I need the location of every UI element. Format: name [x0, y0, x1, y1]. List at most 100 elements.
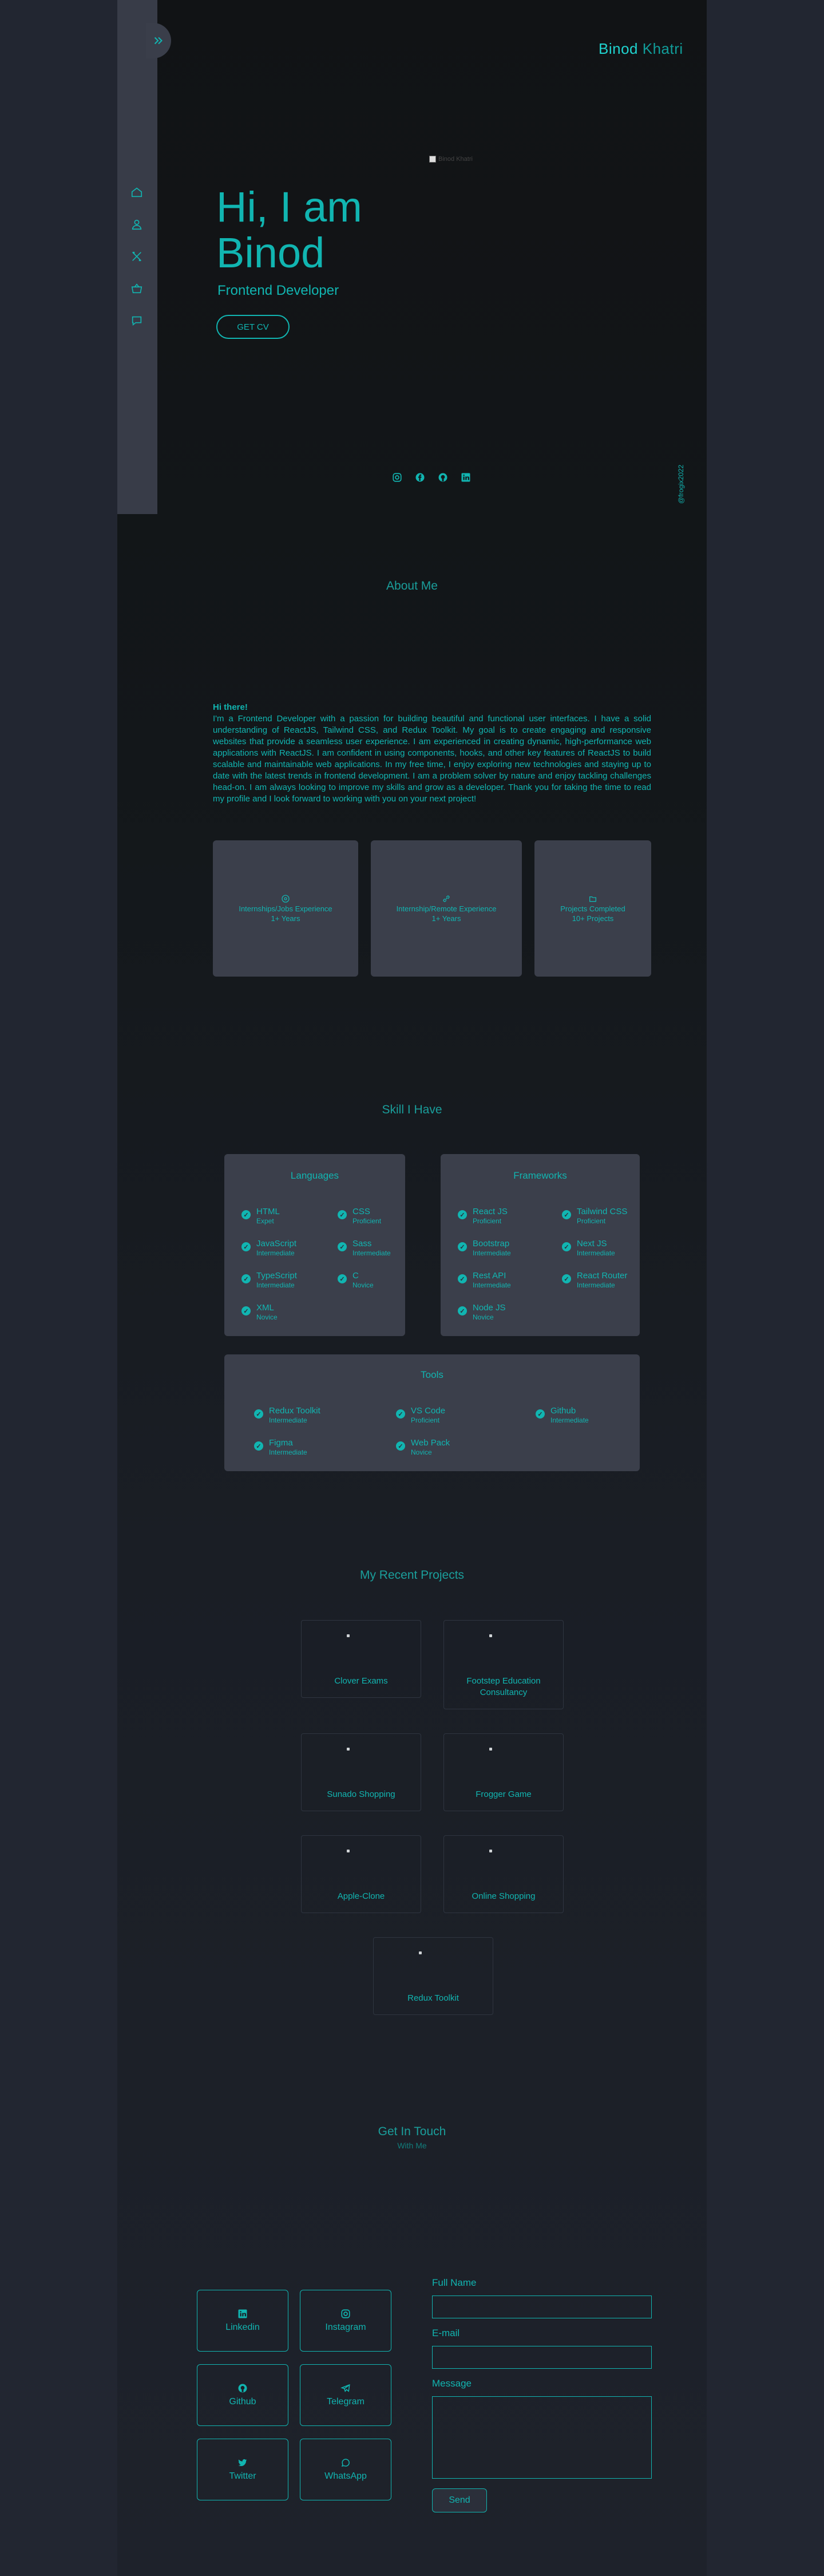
project-title: Clover Exams — [334, 1676, 388, 1686]
message-input[interactable] — [432, 2396, 652, 2479]
project-card[interactable]: Footstep Education Consultancy — [443, 1620, 564, 1709]
instagram-icon[interactable] — [391, 471, 403, 484]
skills-icon[interactable] — [129, 248, 145, 264]
hero-title: Hi, I am Binod — [216, 184, 362, 276]
home-icon[interactable] — [129, 184, 145, 200]
project-thumbnail — [418, 1950, 426, 1957]
remote-card-label: Internship/Remote Experience — [396, 904, 497, 913]
contact-title: Get In Touch — [378, 2125, 446, 2138]
hero-image-alt: Binod Khatri — [438, 156, 473, 163]
linkedin-icon — [238, 2309, 247, 2318]
experience-card-value: 1+ Years — [271, 914, 300, 923]
social-links — [391, 471, 472, 484]
message-label: Message — [432, 2378, 472, 2389]
project-thumbnail — [488, 1747, 496, 1753]
languages-title: Languages — [290, 1170, 339, 1181]
contact-subtitle: With Me — [397, 2141, 427, 2150]
instagram-icon — [341, 2309, 350, 2318]
project-thumbnail — [346, 1848, 354, 1855]
project-card[interactable]: Redux Toolkit — [373, 1937, 493, 2015]
get-cv-button[interactable]: GET CV — [216, 315, 290, 339]
email-label: E-mail — [432, 2328, 460, 2338]
project-title: Redux Toolkit — [407, 1993, 459, 2003]
linkedin-card[interactable]: Linkedin — [197, 2290, 288, 2352]
about-greeting: Hi there! — [213, 702, 248, 712]
instagram-card[interactable]: Instagram — [300, 2290, 391, 2352]
hero-subtitle: Frontend Developer — [217, 283, 339, 298]
full-name-label: Full Name — [432, 2277, 477, 2288]
user-icon[interactable] — [129, 216, 145, 232]
hero-name: Binod — [216, 229, 325, 276]
project-title: Apple-Clone — [337, 1891, 385, 1901]
project-card[interactable]: Sunado Shopping — [301, 1733, 421, 1811]
brand-logo[interactable]: Binod Khatri — [599, 40, 683, 58]
contact-icon[interactable] — [129, 313, 145, 329]
telegram-card[interactable]: Telegram — [300, 2364, 391, 2426]
project-card[interactable]: Online Shopping — [443, 1835, 564, 1913]
project-card[interactable]: Clover Exams — [301, 1620, 421, 1698]
send-button[interactable]: Send — [432, 2488, 487, 2512]
brand-first: Binod — [599, 40, 638, 57]
skills-title: Skill I Have — [382, 1103, 442, 1116]
contact-card-label: Github — [229, 2397, 256, 2407]
vertical-handle[interactable]: @frogix2022 — [677, 464, 685, 504]
contact-card-label: Instagram — [325, 2322, 366, 2332]
brand-last: Khatri — [642, 40, 683, 57]
twitter-card[interactable]: Twitter — [197, 2439, 288, 2500]
contact-card-label: Telegram — [327, 2397, 365, 2407]
projects-card: Projects Completed 10+ Projects — [534, 840, 651, 977]
twitter-icon — [238, 2459, 247, 2467]
telegram-icon — [340, 2384, 350, 2392]
full-name-input[interactable] — [432, 2296, 652, 2318]
project-card[interactable]: Apple-Clone — [301, 1835, 421, 1913]
project-thumbnail — [488, 1633, 496, 1640]
facebook-icon[interactable] — [414, 471, 426, 484]
remote-card-value: 1+ Years — [431, 914, 461, 923]
hero-greeting: Hi, I am — [216, 183, 362, 231]
email-input[interactable] — [432, 2346, 652, 2369]
about-paragraph: I'm a Frontend Developer with a passion … — [213, 714, 651, 804]
projects-title: My Recent Projects — [359, 1568, 465, 1582]
github-card[interactable]: Github — [197, 2364, 288, 2426]
github-icon — [238, 2384, 247, 2393]
experience-card: Internships/Jobs Experience 1+ Years — [213, 840, 358, 977]
projects-card-label: Projects Completed — [560, 904, 625, 913]
about-title: About Me — [386, 579, 438, 592]
project-title: Frogger Game — [476, 1789, 532, 1799]
project-title: Sunado Shopping — [327, 1789, 395, 1799]
whatsapp-card[interactable]: WhatsApp — [300, 2439, 391, 2500]
folder-icon — [589, 896, 596, 902]
project-title: Online Shopping — [472, 1891, 536, 1901]
remote-card: Internship/Remote Experience 1+ Years — [371, 840, 522, 977]
hero-image: Binod Khatri — [429, 153, 521, 165]
github-icon[interactable] — [437, 471, 449, 484]
linkedin-icon[interactable] — [459, 471, 472, 484]
frameworks-title: Frameworks — [513, 1170, 567, 1181]
tools-title: Tools — [421, 1369, 443, 1380]
projects-icon[interactable] — [129, 280, 145, 297]
project-thumbnail — [346, 1633, 354, 1640]
contact-card-label: Twitter — [229, 2471, 256, 2481]
whatsapp-icon — [341, 2459, 350, 2467]
project-card[interactable]: Frogger Game — [443, 1733, 564, 1811]
project-title: Footstep Education Consultancy — [466, 1676, 541, 1697]
projects-card-value: 10+ Projects — [572, 914, 614, 923]
